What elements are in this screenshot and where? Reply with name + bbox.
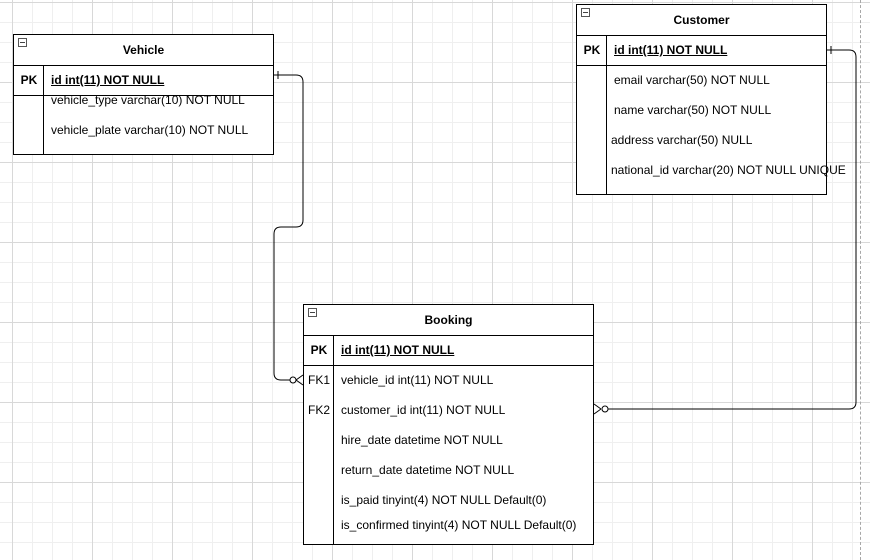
- many-marker-vehicle-booking: [295, 374, 304, 386]
- pk-label: PK: [583, 43, 601, 57]
- field-text: customer_id int(11) NOT NULL: [341, 403, 506, 417]
- field-text: vehicle_id int(11) NOT NULL: [341, 373, 494, 387]
- entity-header[interactable]: Vehicle: [14, 35, 273, 66]
- many-marker-customer-booking: [593, 403, 602, 415]
- entity-vehicle[interactable]: Vehicle PK id int(11) NOT NULL vehicle_t…: [13, 34, 274, 155]
- field-row[interactable]: is_paid tinyint(4) NOT NULL Default(0): [304, 493, 593, 513]
- pk-field: id int(11) NOT NULL: [614, 43, 728, 57]
- field-text: hire_date datetime NOT NULL: [341, 433, 503, 447]
- field-row[interactable]: vehicle_type varchar(10) NOT NULL: [14, 93, 273, 113]
- pk-row[interactable]: PK id int(11) NOT NULL: [14, 65, 273, 96]
- field-text: return_date datetime NOT NULL: [341, 463, 515, 477]
- field-row[interactable]: vehicle_plate varchar(10) NOT NULL: [14, 123, 273, 143]
- entity-title: Booking: [424, 313, 473, 327]
- field-text: address varchar(50) NULL: [611, 133, 753, 147]
- entity-title: Vehicle: [122, 43, 165, 57]
- page-boundary: [860, 0, 861, 560]
- field-text: is_confirmed tinyint(4) NOT NULL Default…: [341, 518, 577, 532]
- entity-title: Customer: [673, 13, 730, 27]
- pk-label: PK: [20, 73, 38, 87]
- field-text: is_paid tinyint(4) NOT NULL Default(0): [341, 493, 547, 507]
- entity-header[interactable]: Customer: [577, 5, 826, 36]
- field-text: name varchar(50) NOT NULL: [614, 103, 772, 117]
- field-row[interactable]: FK1 vehicle_id int(11) NOT NULL: [304, 373, 593, 393]
- entity-booking[interactable]: Booking PK id int(11) NOT NULL FK1 vehic…: [303, 304, 594, 545]
- pk-row[interactable]: PK id int(11) NOT NULL: [304, 335, 593, 366]
- field-row[interactable]: national_id varchar(20) NOT NULL UNIQUE: [577, 163, 846, 183]
- collapse-icon[interactable]: [308, 308, 317, 317]
- field-text: vehicle_type varchar(10) NOT NULL: [51, 93, 245, 107]
- pk-label: PK: [310, 343, 328, 357]
- entity-customer[interactable]: Customer PK id int(11) NOT NULL email va…: [576, 4, 846, 195]
- pk-row[interactable]: PK id int(11) NOT NULL: [577, 35, 826, 66]
- zero-marker-vehicle-booking: [289, 376, 297, 384]
- field-row[interactable]: name varchar(50) NOT NULL: [577, 103, 826, 123]
- field-row[interactable]: hire_date datetime NOT NULL: [304, 433, 593, 453]
- entity-header[interactable]: Booking: [304, 305, 593, 336]
- zero-marker-customer-booking: [601, 405, 609, 413]
- field-text: vehicle_plate varchar(10) NOT NULL: [51, 123, 249, 137]
- field-row[interactable]: is_confirmed tinyint(4) NOT NULL Default…: [304, 518, 593, 538]
- field-row[interactable]: FK2 customer_id int(11) NOT NULL: [304, 403, 593, 423]
- relation-vehicle-booking[interactable]: [273, 74, 304, 381]
- field-row[interactable]: address varchar(50) NULL: [577, 133, 826, 153]
- field-text: national_id varchar(20) NOT NULL UNIQUE: [611, 163, 846, 177]
- relation-customer-booking[interactable]: [608, 49, 857, 410]
- fk-label: FK2: [307, 403, 330, 417]
- collapse-icon[interactable]: [18, 38, 27, 47]
- fk-label: FK1: [307, 373, 330, 387]
- field-row[interactable]: return_date datetime NOT NULL: [304, 463, 593, 483]
- field-row[interactable]: email varchar(50) NOT NULL: [577, 73, 826, 93]
- field-text: email varchar(50) NOT NULL: [614, 73, 770, 87]
- pk-field: id int(11) NOT NULL: [51, 73, 165, 87]
- pk-field: id int(11) NOT NULL: [341, 343, 455, 357]
- collapse-icon[interactable]: [581, 8, 590, 17]
